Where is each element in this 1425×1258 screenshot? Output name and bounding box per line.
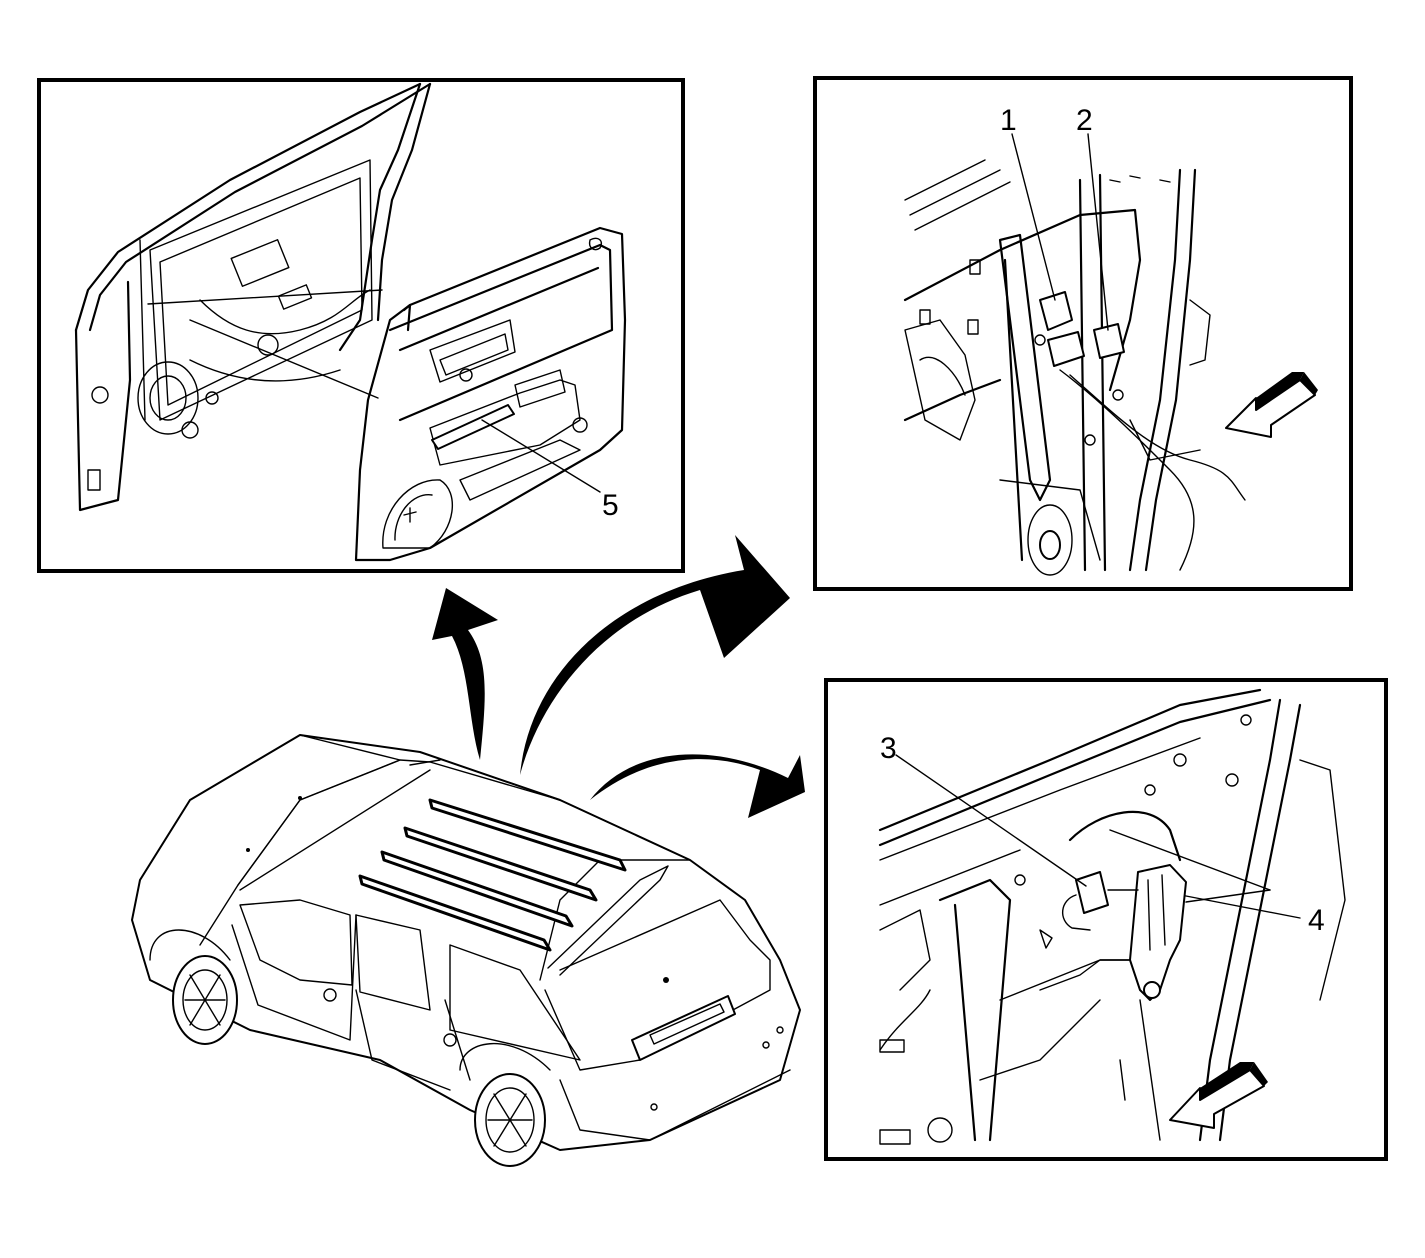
view-direction-arrow-b xyxy=(1225,372,1318,438)
leader-4c xyxy=(1185,895,1301,919)
vehicle-overview xyxy=(131,734,801,1167)
door-frame-drawing xyxy=(74,82,432,512)
callout-2: 2 xyxy=(1076,104,1093,137)
panel-connectors-1-2: 1 2 xyxy=(813,76,1353,591)
callout-1: 1 xyxy=(1000,104,1017,137)
view-direction-arrow-c xyxy=(1169,1062,1268,1129)
arrow-to-door-panel xyxy=(432,588,498,760)
arrow-to-panel-c xyxy=(590,754,805,818)
callout-4: 4 xyxy=(1308,904,1325,937)
leader-5 xyxy=(481,419,601,493)
callout-3: 3 xyxy=(880,732,897,765)
leader-3 xyxy=(895,754,1087,887)
leader-2 xyxy=(1087,133,1109,331)
leader-4a xyxy=(1109,829,1271,891)
door-trim-panel-drawing xyxy=(354,226,627,562)
panel-connectors-3-4: 3 4 xyxy=(824,678,1388,1161)
leader-1 xyxy=(1011,133,1056,301)
arrow-to-panel-b xyxy=(520,535,790,775)
inner-door-drawing-b xyxy=(903,159,1246,576)
leader-4b xyxy=(1185,889,1271,903)
inner-door-drawing-c xyxy=(878,688,1346,1145)
panel-door-trim: 5 xyxy=(37,78,685,573)
callout-5: 5 xyxy=(602,489,619,522)
